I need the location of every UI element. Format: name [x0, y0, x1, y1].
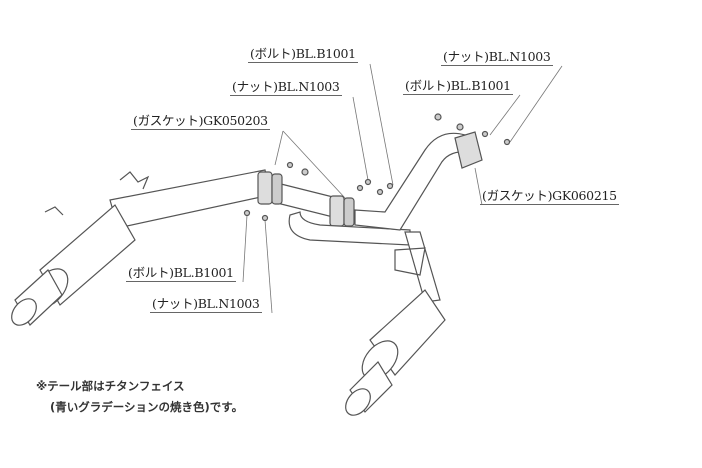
- left-muffler: [11, 169, 271, 326]
- label-gasket-left: (ガスケット)GK050203: [131, 113, 270, 130]
- label-bolt-lower: (ボルト)BL.B1001: [126, 265, 236, 282]
- note-line-1: ※テール部はチタンフェイス: [36, 379, 185, 393]
- leader-lines: [242, 63, 563, 314]
- note-line-2: (青いグラデーションの焼き色)です。: [50, 400, 244, 414]
- right-muffler: [345, 231, 446, 416]
- label-bolt-top-left: (ボルト)BL.B1001: [248, 46, 358, 63]
- label-gasket-right: (ガスケット)GK060215: [480, 188, 619, 205]
- label-bolt-top-right: (ボルト)BL.B1001: [403, 78, 513, 95]
- hardware: [243, 113, 511, 222]
- label-nut-top-left: (ナット)BL.N1003: [230, 79, 342, 96]
- label-nut-lower: (ナット)BL.N1003: [150, 296, 262, 313]
- label-nut-top-right: (ナット)BL.N1003: [441, 49, 553, 66]
- mid-pipe: [257, 131, 483, 246]
